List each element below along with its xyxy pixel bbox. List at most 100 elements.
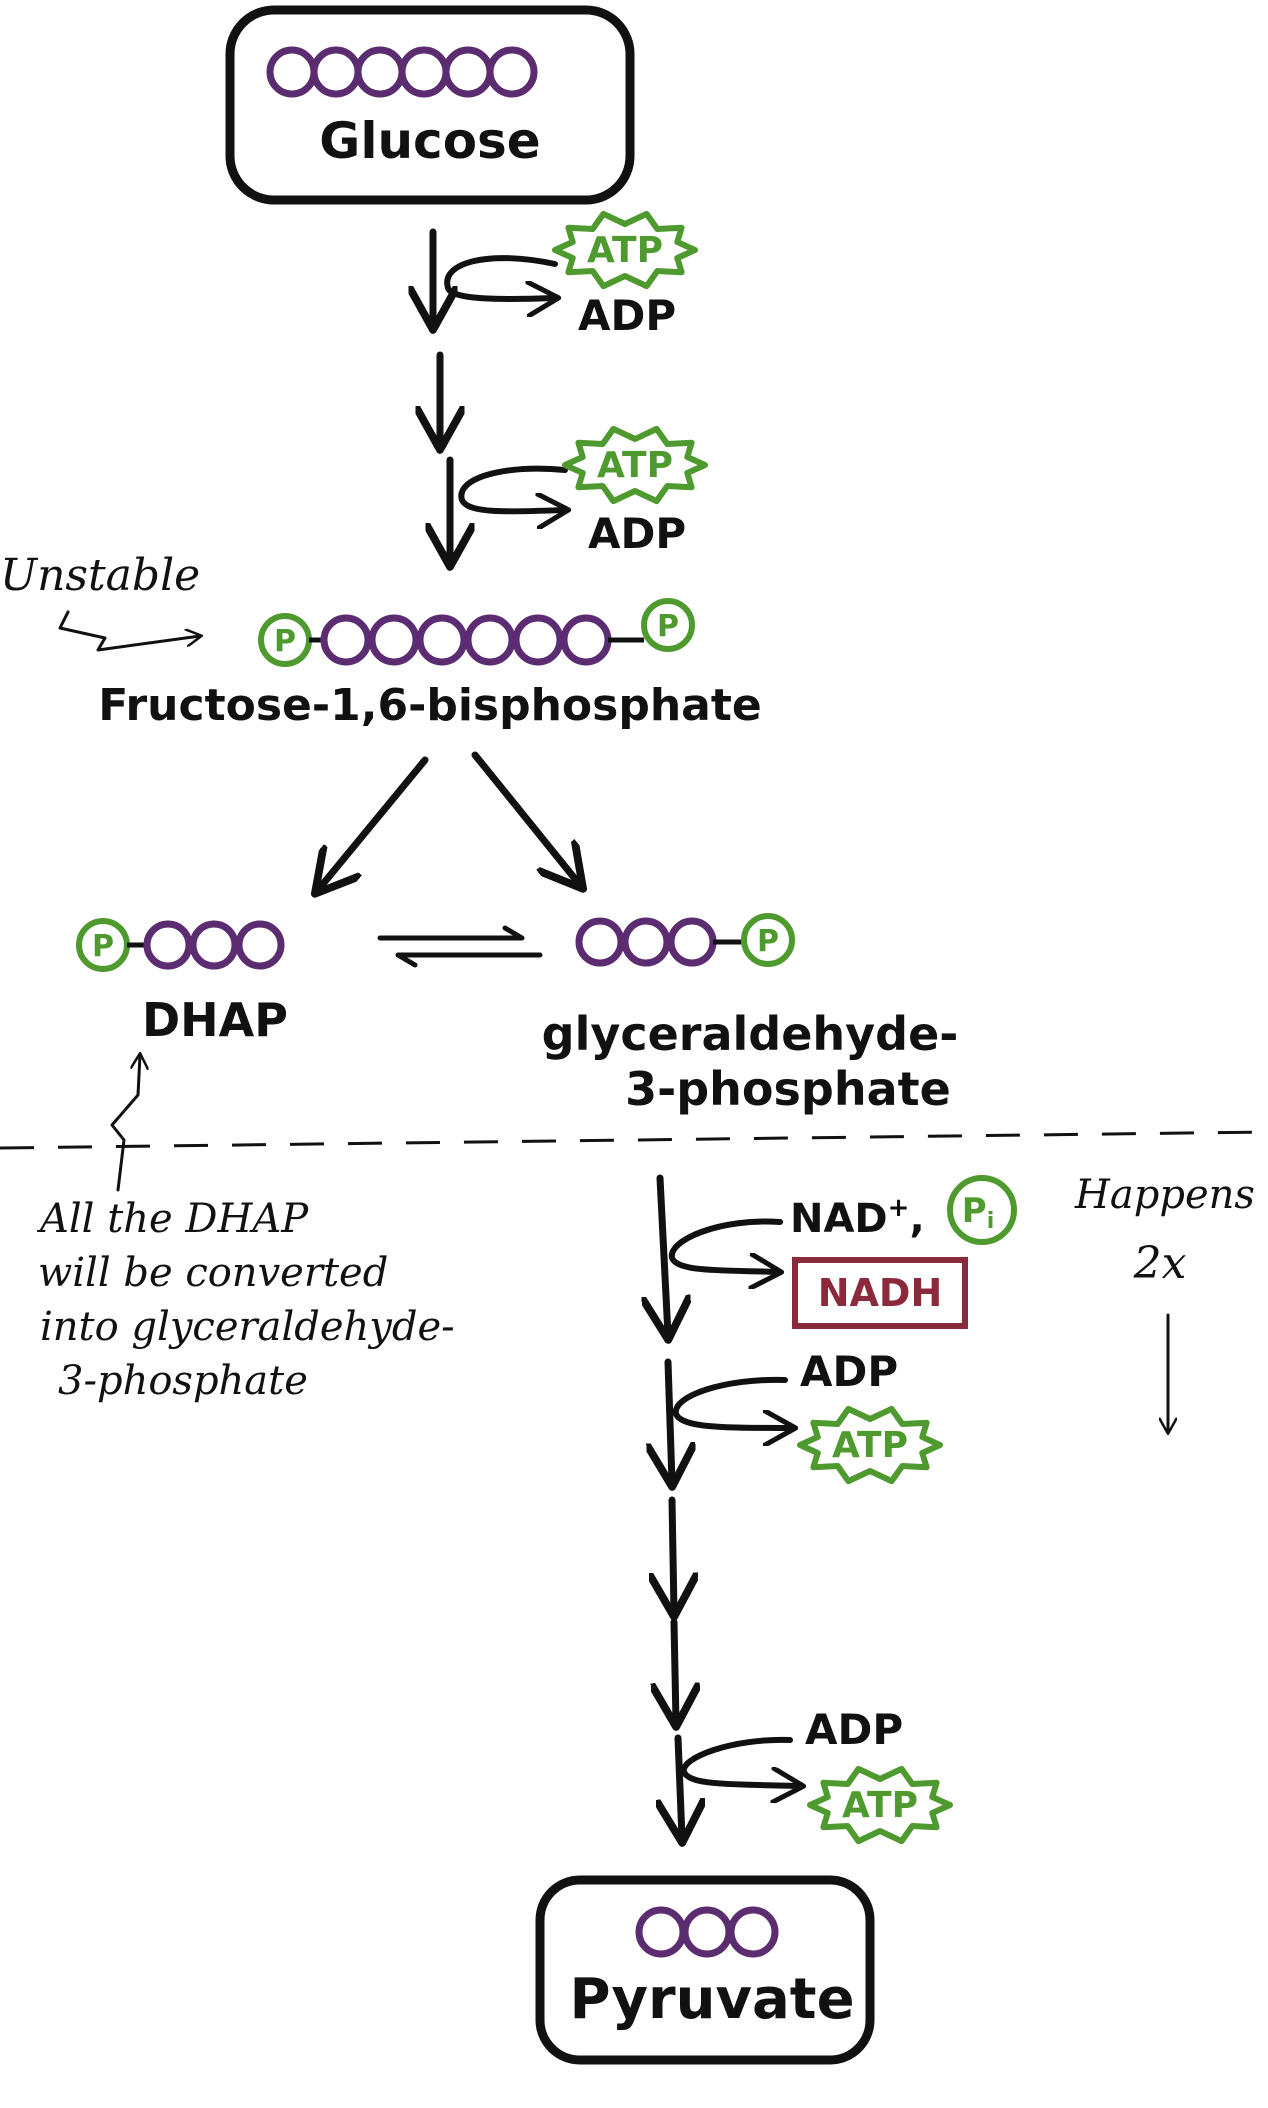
glucose-carbon: [354, 46, 406, 98]
payoff-side-arrow-5: [680, 1736, 800, 1786]
fructose-carbon: [320, 614, 372, 666]
adp-label-3: ADP: [800, 1347, 898, 1396]
step-3-side-arrow: [458, 465, 565, 512]
pyruvate-carbon: [635, 1906, 687, 1958]
dhap-note-line-4: 3-phosphate: [58, 1358, 308, 1404]
atp-burst-shape: [797, 1405, 943, 1485]
payoff-step-atp-1: ADP ATP: [668, 1347, 943, 1485]
happens-twice-note: Happens 2x: [1074, 1172, 1255, 1432]
phosphate-label: P: [757, 924, 779, 959]
atp-label-2: ATP: [597, 445, 673, 486]
step-1-side-arrow: [444, 255, 555, 299]
adp-label-1: ADP: [578, 291, 676, 340]
dhap-note-line-2: will be converted: [38, 1250, 388, 1296]
glucose-label: Glucose: [319, 112, 540, 170]
nadh-box: [792, 1257, 968, 1329]
phase-divider: [0, 1130, 1268, 1150]
investment-step-2: ATP ADP: [450, 425, 708, 562]
glucose-carbon: [310, 46, 362, 98]
glucose-carbon: [486, 46, 538, 98]
payoff-arrow-5: [678, 1734, 682, 1838]
fructose-carbon: [368, 614, 420, 666]
unstable-squiggle-arrow: [58, 610, 200, 652]
glucose-carbon: [266, 46, 318, 98]
unstable-annotation: Unstable: [0, 550, 200, 652]
payoff-side-arrow-2: [672, 1376, 792, 1428]
phosphate-circle: [741, 913, 795, 967]
glucose-node: Glucose: [225, 5, 635, 205]
nad-label: NAD+,: [790, 1193, 925, 1242]
payoff-side-arrow-1: [668, 1218, 780, 1272]
atp-label-4: ATP: [842, 1785, 918, 1826]
pi-circle: [947, 1175, 1017, 1245]
glucose-carbon: [442, 46, 494, 98]
atp-burst-1: [552, 210, 698, 290]
payoff-arrow-1: [660, 1174, 668, 1335]
pyruvate-node: Pyruvate: [535, 1875, 875, 2065]
g3p-label-line2: 3-phosphate: [625, 1062, 951, 1116]
g3p-carbon: [667, 917, 717, 967]
payoff-step-nadh: NAD+, Pi NADH: [660, 1174, 1017, 1335]
fructose-carbon: [560, 614, 612, 666]
unstable-label: Unstable: [0, 550, 200, 601]
happens-count: 2x: [1133, 1238, 1187, 1289]
phosphate-label: P: [274, 624, 296, 659]
dhap-carbon: [143, 920, 193, 970]
investment-step-1: ATP ADP: [433, 210, 698, 340]
atp-label-3: ATP: [832, 1425, 908, 1466]
atp-burst-2: [562, 425, 708, 505]
dhap-note-arrow: [110, 1055, 140, 1192]
nadh-label: NADH: [818, 1271, 943, 1315]
equilibrium-arrows: [377, 925, 543, 968]
split-arrow-right: [471, 751, 580, 885]
g3p-label-line1: glyceraldehyde-: [542, 1007, 959, 1061]
atp-burst-shape: [552, 210, 698, 290]
pyruvate-carbon: [727, 1906, 779, 1958]
pi-label: Pi: [962, 1191, 994, 1234]
glucose-carbon-chain: [266, 46, 538, 98]
payoff-arrow-4: [674, 1618, 676, 1722]
phosphate-label: P: [92, 929, 114, 964]
equilibrium-reverse: [395, 952, 543, 968]
pyruvate-carbon: [681, 1906, 733, 1958]
adp-label-2: ADP: [588, 509, 686, 558]
atp-burst-4: [807, 1765, 953, 1845]
dhap-node: P DHAP: [76, 918, 288, 1047]
fructose-carbon: [416, 614, 468, 666]
dhap-label: DHAP: [142, 993, 288, 1047]
dhap-note-line-3: into glyceraldehyde-: [40, 1304, 455, 1350]
dhap-carbon: [235, 920, 285, 970]
happens-label: Happens: [1074, 1172, 1255, 1218]
dhap-note: All the DHAP will be converted into glyc…: [36, 1055, 455, 1404]
phosphate-circle: [641, 598, 695, 652]
fructose-carbon: [464, 614, 516, 666]
pyruvate-label: Pyruvate: [569, 1967, 854, 2032]
fructose-label: Fructose-1,6-bisphosphate: [98, 680, 762, 731]
payoff-arrow-3: [672, 1496, 674, 1612]
dhap-carbon-chain: P: [76, 918, 285, 972]
atp-burst-shape: [562, 425, 708, 505]
fructose-carbon: [512, 614, 564, 666]
atp-burst-3: [797, 1405, 943, 1485]
phosphate-label: P: [657, 609, 679, 644]
g3p-carbon-chain: P: [575, 913, 795, 967]
pyruvate-carbon-chain: [635, 1906, 779, 1958]
equilibrium-forward: [377, 925, 525, 941]
glucose-carbon: [398, 46, 450, 98]
g3p-carbon: [621, 917, 671, 967]
atp-label-1: ATP: [587, 230, 663, 271]
atp-burst-shape: [807, 1765, 953, 1845]
dhap-carbon: [189, 920, 239, 970]
g3p-carbon: [575, 917, 625, 967]
glucose-box: [225, 5, 635, 205]
adp-label-4: ADP: [805, 1705, 903, 1754]
pyruvate-box: [535, 1875, 875, 2065]
payoff-step-atp-2: ADP ATP: [678, 1705, 953, 1845]
split-arrow-left: [318, 756, 429, 890]
payoff-arrow-2: [668, 1358, 672, 1482]
dhap-note-line-1: All the DHAP: [36, 1196, 309, 1242]
g3p-node: P glyceraldehyde- 3-phosphate: [542, 913, 959, 1116]
